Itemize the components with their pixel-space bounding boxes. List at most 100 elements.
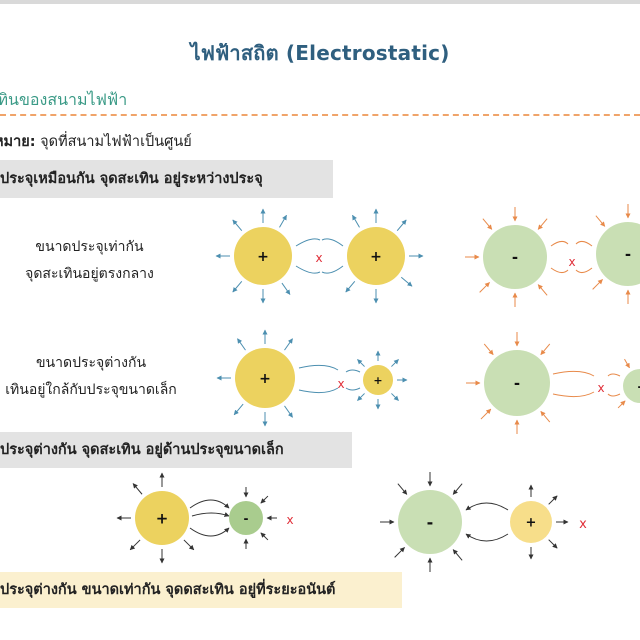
- r3-negative-small-sign: -: [244, 511, 249, 525]
- r3-neg-field-line: [260, 532, 269, 541]
- r2-neg-small-field-line: [617, 400, 626, 409]
- r3-negative-small-circle: [229, 501, 263, 535]
- r3-positive-small-circle: [510, 501, 552, 543]
- r1-negative-right-sign: -: [625, 245, 631, 263]
- section-subtitle: เทินของสนามไฟฟ้า: [0, 90, 128, 109]
- r2-mid-curve: [298, 387, 339, 394]
- r2-positive-small-sign: +: [373, 374, 382, 387]
- row2-label: ขนาดประจุต่างกัน เทินอยู่ใกล้กับประจุขนา…: [0, 350, 186, 404]
- r3-neg-large-field-line: [452, 483, 463, 495]
- r2-positive-small-circle: [363, 365, 393, 395]
- page-title: ไฟฟ้าสถิต (Electrostatic): [190, 41, 450, 65]
- top-border: [0, 0, 640, 4]
- row1-line2: จุดสะเทินอยู่ตรงกลาง: [25, 266, 154, 282]
- r2-neg-large-field-line: [480, 408, 492, 420]
- r2-neg-mid-curve: [607, 373, 621, 377]
- r2-neg-mid-curve: [552, 391, 595, 398]
- r1-neg-mid-curve: [550, 240, 569, 247]
- note-line: หมาย: จุดที่สนามไฟฟ้าเป็นศูนย์: [0, 130, 192, 153]
- r2-large-field-line: [237, 338, 246, 351]
- row1-label: ขนาดประจุเท่ากัน จุดสะเทินอยู่ตรงกลาง: [2, 234, 177, 288]
- r2-neg-mid-curve: [607, 393, 621, 397]
- r3-connecting-line: [191, 512, 230, 517]
- r1-neg-left-field-line: [537, 218, 548, 230]
- r2-neg-large-field-line: [540, 343, 551, 356]
- row1-line1: ขนาดประจุเท่ากัน: [35, 239, 144, 255]
- r2-small-field-line: [357, 393, 365, 401]
- r2-neg-neutral-point: x: [597, 381, 604, 395]
- r2-neg-mid-curve: [552, 370, 595, 377]
- section-equal-unlike-charges: ประจุต่างกัน ขนาดเท่ากัน จุดดสะเทิน อยู่…: [0, 572, 402, 608]
- r3-neg-large-field-line: [394, 547, 405, 558]
- r3-connecting-line: [189, 499, 230, 509]
- r2-large-field-line: [284, 405, 293, 418]
- dashed-divider: [0, 114, 640, 116]
- r3-pos-small-field-line: [548, 539, 558, 549]
- r1-right-field-line: [345, 280, 356, 293]
- r3-positive-small-sign: +: [526, 516, 537, 531]
- r1-neg-mid-curve: [575, 240, 593, 247]
- section-unlike-charges: ประจุต่างกัน จุดสะเทิน อยู่ด้านประจุขนาด…: [0, 432, 352, 468]
- r2-positive-large-circle: [235, 348, 295, 408]
- r3-negative-large-circle: [398, 490, 462, 554]
- r2-negative-large-sign: -: [514, 374, 520, 392]
- r1-positive-right-sign: +: [370, 249, 382, 265]
- r1-mid-field-curve: [321, 265, 344, 274]
- r1-neg-neutral-point: x: [568, 255, 575, 269]
- r1-neg-right-field-line: [592, 279, 603, 290]
- r2-negative-large-circle: [484, 350, 550, 416]
- r1-mid-field-curve: [295, 265, 321, 274]
- r1-mid-field-curve: [321, 238, 344, 247]
- r3-positive-large-sign: +: [156, 509, 169, 527]
- r3-neg-large-field-line: [397, 483, 408, 495]
- r1-neg-left-field-line: [537, 284, 548, 296]
- r1-left-field-line: [232, 219, 243, 232]
- r2-mid-curve: [345, 387, 361, 391]
- r1-positive-left-sign: +: [257, 249, 269, 265]
- r2-negative-small-sign: -: [638, 379, 640, 393]
- r1-right-field-line: [400, 276, 413, 287]
- r1-neg-left-field-line: [482, 218, 493, 230]
- r2-neutral-point: x: [337, 377, 344, 391]
- r1-neg-right-field-line: [595, 215, 606, 227]
- r1-left-field-line: [279, 214, 287, 228]
- r3-connecting-line: [189, 527, 230, 537]
- row2-line1: ขนาดประจุต่างกัน: [35, 355, 147, 371]
- r3-pos-field-line: [132, 483, 143, 495]
- r1-left-field-line: [281, 282, 291, 295]
- r1-mid-field-curve: [295, 238, 321, 247]
- r3-pos-field-line: [129, 539, 141, 551]
- r1-negative-left-sign: -: [512, 248, 518, 266]
- r1-negative-right-circle: [596, 222, 640, 286]
- r2-neg-large-field-line: [483, 343, 494, 356]
- r3-neutral-point: x: [286, 513, 293, 527]
- r3-pos-field-line: [183, 539, 195, 551]
- r3-neg-field-line: [260, 495, 269, 504]
- r2-negative-small-circle: [623, 369, 640, 403]
- r1-right-field-line: [352, 214, 360, 228]
- r3-connecting-line: [465, 502, 509, 511]
- section-like-charges: ประจุเหมือนกัน จุดสะเทิน อยู่ระหว่างประจ…: [0, 160, 333, 198]
- r1-positive-left-circle: [234, 227, 292, 285]
- note-text: จุดที่สนามไฟฟ้าเป็นศูนย์: [35, 134, 192, 150]
- r1-left-field-line: [232, 280, 243, 293]
- r2-large-field-line: [284, 338, 293, 351]
- r3-pos-small-field-line: [548, 495, 558, 505]
- row2-line2: เทินอยู่ใกล้กับประจุขนาดเล็ก: [5, 382, 177, 398]
- r1-neg-mid-curve: [550, 267, 569, 274]
- r1-negative-left-circle: [483, 225, 547, 289]
- r3-negative-large-sign: -: [427, 513, 434, 532]
- r3-neg-neutral-point: x: [579, 517, 587, 532]
- r2-mid-curve: [345, 369, 361, 373]
- r2-small-field-line: [391, 393, 399, 401]
- r1-neg-left-field-line: [479, 282, 490, 293]
- note-label: หมาย:: [0, 134, 36, 150]
- r2-neg-large-field-line: [540, 410, 551, 423]
- r3-neg-large-field-line: [452, 549, 463, 561]
- r2-large-field-line: [233, 403, 244, 416]
- r2-neg-small-field-line: [624, 358, 630, 369]
- r2-positive-large-sign: +: [259, 371, 271, 387]
- r1-neg-mid-curve: [575, 267, 593, 274]
- r2-small-field-line: [357, 359, 365, 367]
